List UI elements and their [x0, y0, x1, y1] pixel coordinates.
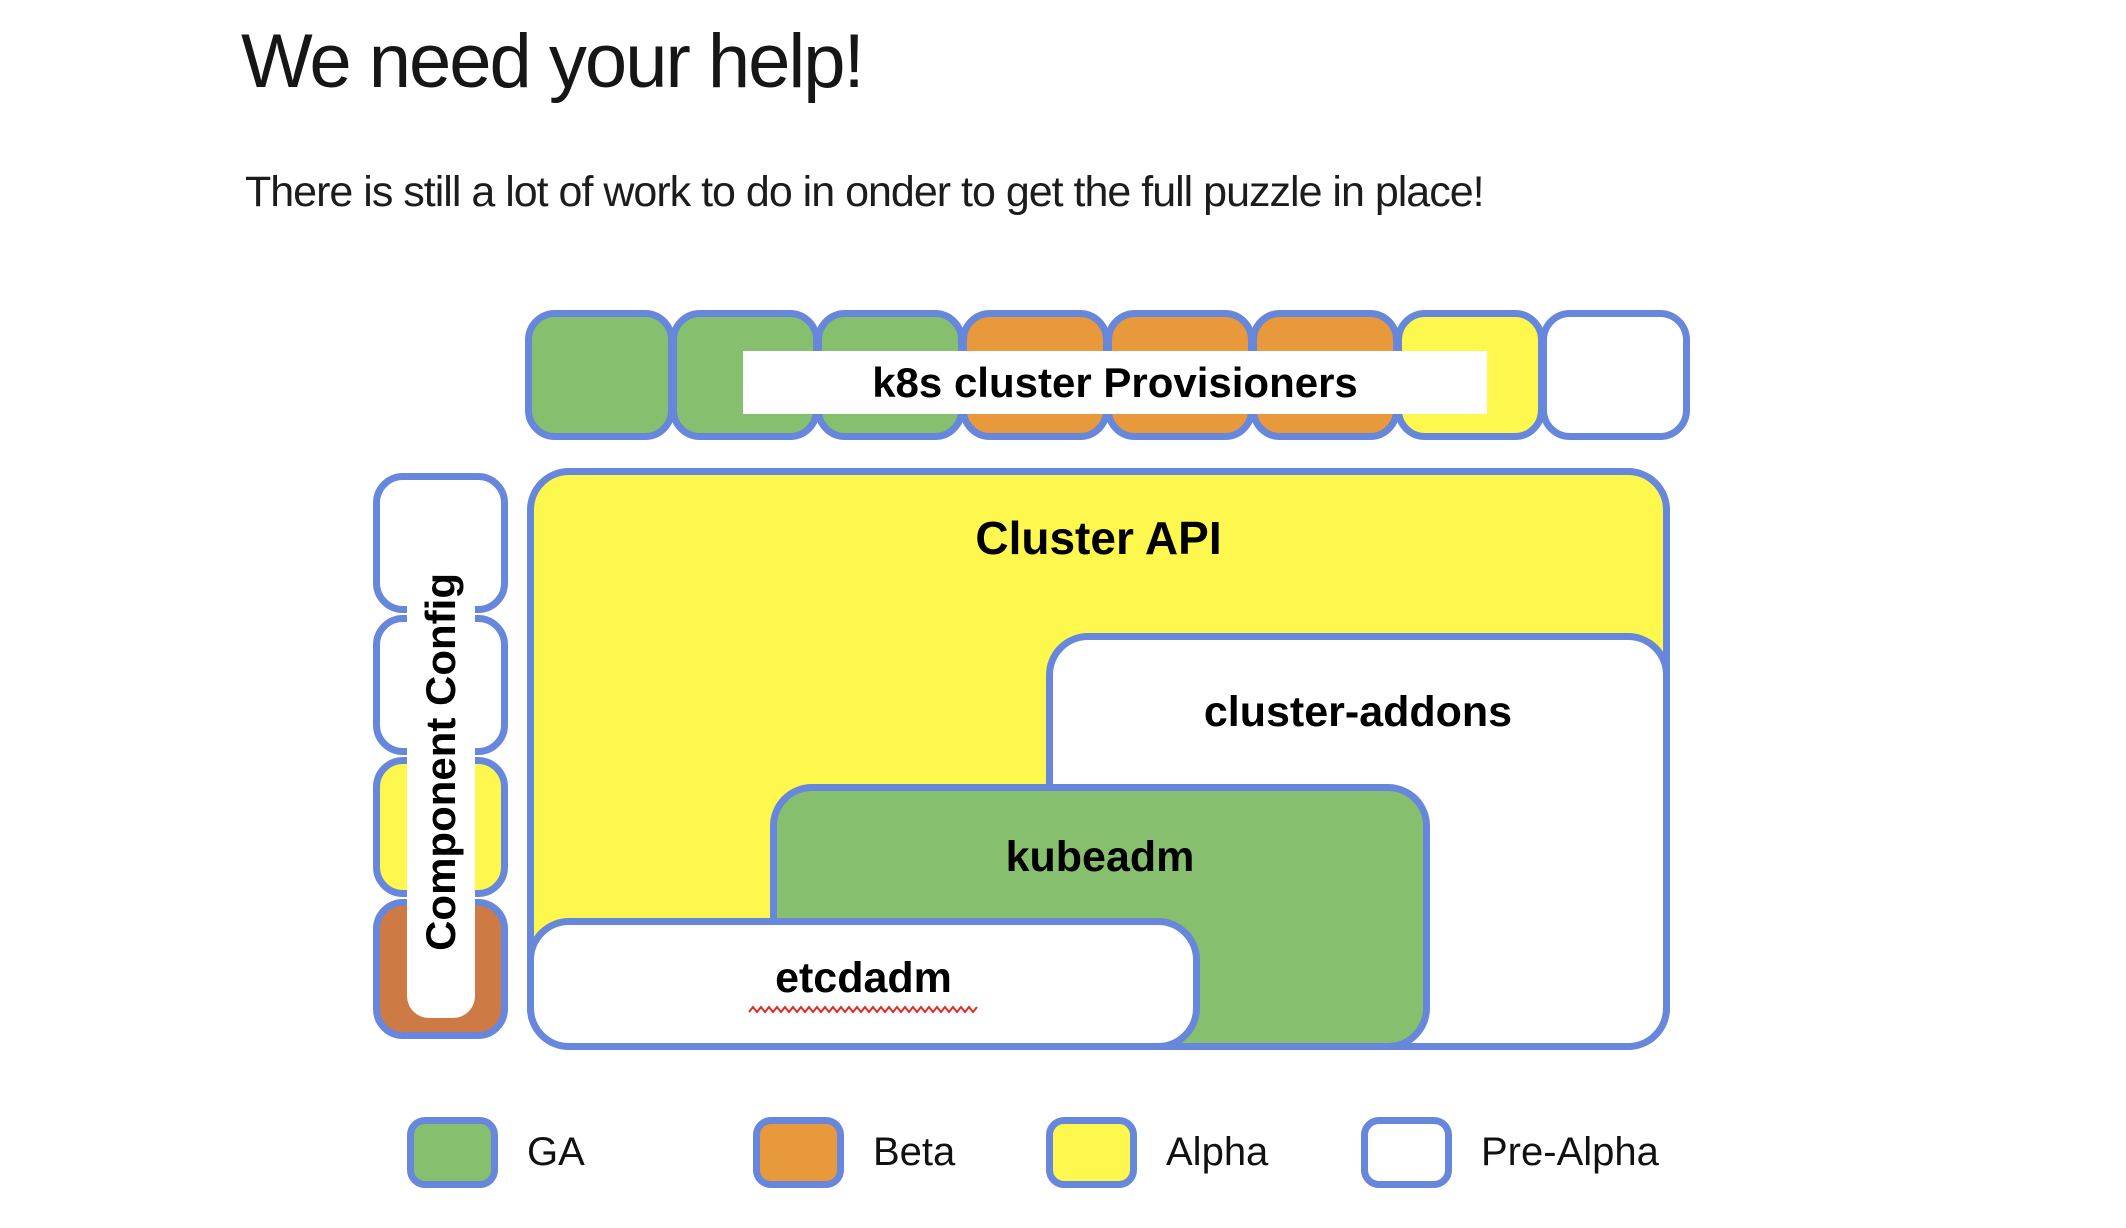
legend-swatch-alpha [1046, 1117, 1137, 1188]
slide-title: We need your help! [241, 19, 865, 104]
component-config-label-text: Component Config [417, 572, 464, 951]
legend-swatch-ga [407, 1117, 498, 1188]
legend-item-ga: GA [407, 1117, 585, 1188]
provisioners-row-label: k8s cluster Provisioners [743, 351, 1487, 414]
etcdadm-box: etcdadm [527, 918, 1200, 1050]
cluster-api-label: Cluster API [975, 512, 1222, 564]
legend-item-beta: Beta [753, 1117, 955, 1188]
legend-label: Beta [873, 1130, 956, 1174]
slide-subtitle: There is still a lot of work to do in on… [245, 168, 1485, 216]
kubeadm-label: kubeadm [1005, 833, 1195, 881]
cluster-addons-label: cluster-addons [1203, 688, 1513, 736]
legend-label: GA [527, 1130, 585, 1174]
legend-swatch-pre-alpha [1361, 1117, 1452, 1188]
puzzle-piece-pre_alpha_white [1540, 310, 1690, 440]
etcdadm-label: etcdadm [775, 953, 952, 1002]
legend-swatch-beta [753, 1117, 844, 1188]
component-config-label: Component Config [407, 505, 475, 1018]
legend-label: Pre-Alpha [1481, 1130, 1659, 1174]
legend-item-pre-alpha: Pre-Alpha [1361, 1117, 1659, 1188]
legend-label: Alpha [1166, 1130, 1269, 1174]
provisioners-row-label-text: k8s cluster Provisioners [872, 358, 1358, 406]
puzzle-piece-ga_green [525, 310, 675, 440]
legend-item-alpha: Alpha [1046, 1117, 1268, 1188]
spellcheck-squiggle [747, 1004, 978, 1014]
